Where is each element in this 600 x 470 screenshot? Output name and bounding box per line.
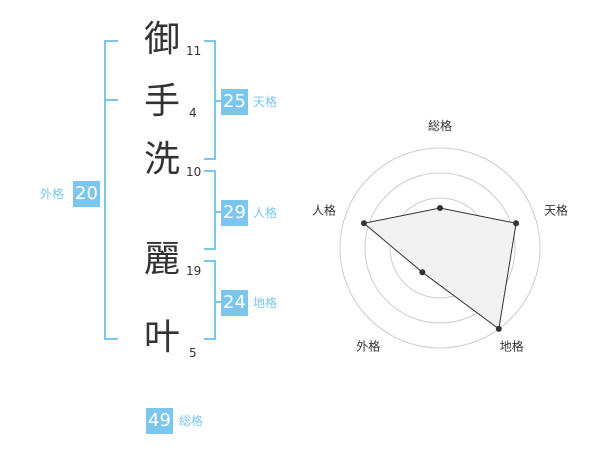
jinkaku-bracket-tick: [214, 211, 222, 213]
radar-point-人格: [360, 220, 367, 227]
radar-points: [360, 205, 520, 332]
gaikaku-bracket: [104, 40, 118, 340]
stroke-count-2: 4: [189, 106, 197, 120]
name-char-1: 御: [143, 19, 180, 60]
stroke-count-3: 10: [186, 165, 202, 179]
gaikaku-badge: 20: [73, 181, 100, 207]
radar-point-総格: [437, 205, 443, 211]
name-char-3: 洗: [143, 139, 180, 180]
jinkaku-bracket: [204, 170, 216, 250]
name-char-4: 麗: [143, 239, 180, 280]
tenkaku-badge: 25: [221, 89, 248, 115]
gaikaku-bracket-tick: [104, 99, 118, 101]
tenkaku-label: 天格: [253, 95, 278, 109]
stroke-count-4: 19: [186, 264, 202, 278]
radar-polygon: [362, 207, 517, 330]
tenkaku-bracket-tick: [214, 100, 222, 102]
chikaku-label: 地格: [253, 296, 278, 310]
jinkaku-label: 人格: [253, 206, 278, 220]
jinkaku-badge: 29: [221, 200, 248, 226]
radar-ring-3: [364, 172, 516, 324]
radar-point-天格: [513, 220, 520, 227]
radar-point-地格: [495, 325, 502, 332]
stroke-count-1: 11: [186, 44, 202, 58]
radar-axis-label-4: 外格: [356, 339, 380, 354]
stroke-count-5: 5: [189, 346, 197, 360]
chikaku-bracket-tick: [214, 301, 222, 303]
gaikaku-label: 外格: [40, 187, 65, 201]
radar-axis-label-1: 総格: [428, 118, 452, 133]
name-char-5: 叶: [143, 317, 180, 358]
radar-point-外格: [419, 269, 426, 276]
radar-axis-label-5: 人格: [312, 202, 336, 217]
soukaku-label: 総格: [179, 414, 204, 428]
radar-axis-label-2: 天格: [544, 202, 568, 217]
soukaku-badge: 49: [146, 408, 173, 434]
name-char-2: 手: [143, 81, 180, 122]
radar-axis-label-3: 地格: [500, 339, 524, 354]
chikaku-bracket: [204, 260, 216, 340]
chikaku-badge: 24: [221, 290, 248, 316]
radar-ring-4: [339, 147, 541, 349]
